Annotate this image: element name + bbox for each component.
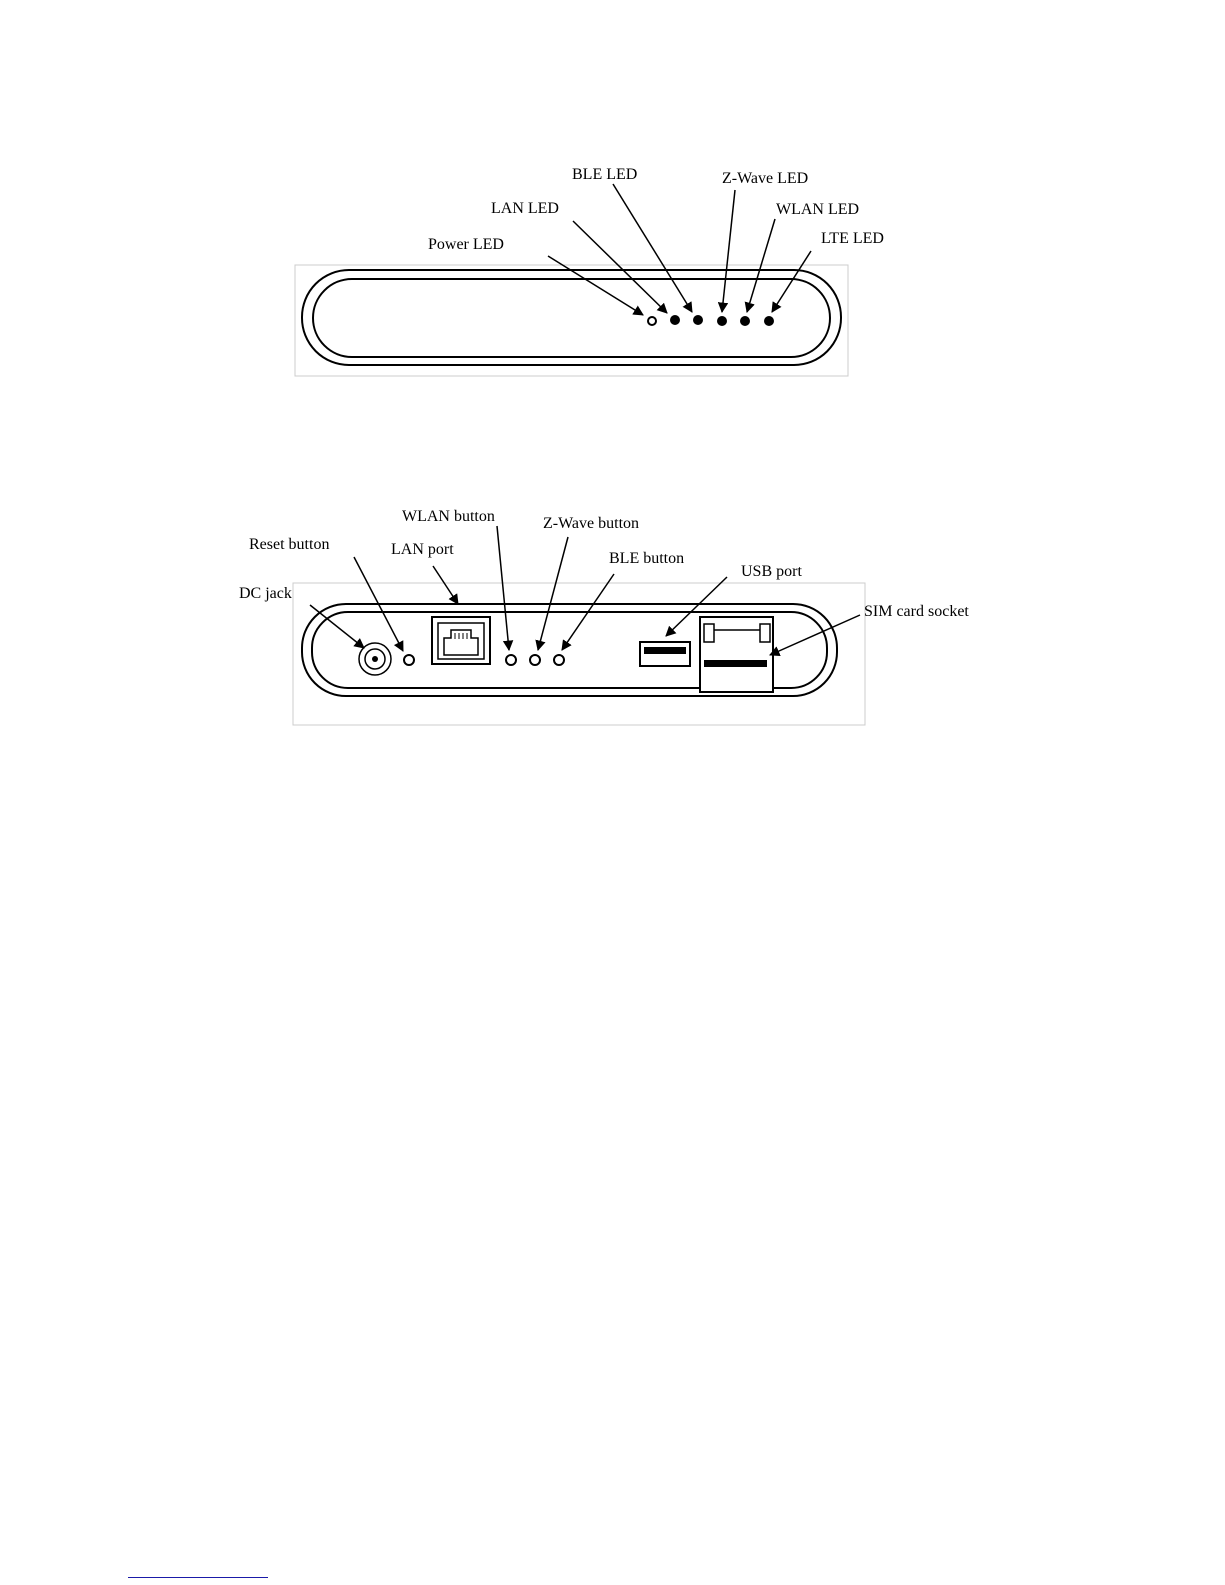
lte-led [764,316,774,326]
wlan-led [740,316,750,326]
usb-port [640,642,690,666]
lan-port-label: LAN port [391,541,454,558]
lan-port-leader [433,566,458,604]
power-led [648,317,656,325]
z-wave-led-leader [722,190,735,312]
reset-button-label: Reset button [249,536,329,553]
sim-card-socket-label: SIM card socket [864,603,969,620]
z-wave-button [530,655,540,665]
wlan-button-leader [497,526,509,650]
ble-led-leader [613,184,692,312]
ble-led [693,315,703,325]
power-led-label: Power LED [428,236,504,253]
lan-led-leader [573,221,667,313]
reset-button [404,655,414,665]
rear-panel: DC jack Reset button LAN port WLAN butto… [239,508,969,725]
footer-rule [128,1577,268,1578]
wlan-button-label: WLAN button [402,508,495,525]
lan-led [670,315,680,325]
dc-jack-label: DC jack [239,585,292,602]
z-wave-button-label: Z-Wave button [543,515,639,532]
front-panel: Power LED LAN LED BLE LED Z-Wave LED WLA… [295,166,884,376]
ble-button [554,655,564,665]
z-wave-button-leader [538,537,568,650]
ble-led-label: BLE LED [572,166,637,183]
lte-led-label: LTE LED [821,230,884,247]
z-wave-led [717,316,727,326]
usb-port-label: USB port [741,563,802,580]
lan-led-label: LAN LED [491,200,559,217]
ble-button-label: BLE button [609,550,684,567]
lan-port [432,617,490,664]
front-panel-inner-outline [313,279,830,357]
wlan-button [506,655,516,665]
front-panel-outer-outline [302,270,841,365]
sim-card-socket [700,617,773,692]
z-wave-led-label: Z-Wave LED [722,170,808,187]
wlan-led-label: WLAN LED [776,201,859,218]
